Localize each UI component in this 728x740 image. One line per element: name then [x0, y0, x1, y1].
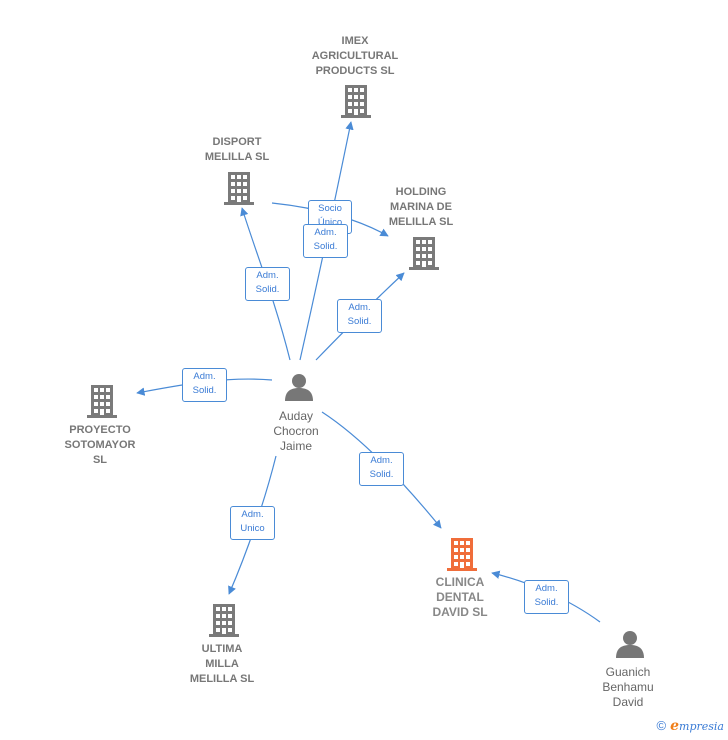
building-icon[interactable] — [224, 172, 254, 205]
edge-label-adm-imex: Adm. Solid. — [303, 224, 348, 258]
copyright-icon: © — [656, 718, 667, 733]
node-proyecto-label[interactable]: PROYECTO SOTOMAYOR SL — [64, 424, 136, 466]
person-icon[interactable] — [285, 374, 313, 401]
building-icon[interactable] — [209, 604, 239, 637]
building-icon[interactable] — [87, 385, 117, 418]
node-guanich-label[interactable]: Guanich Benhamu David — [602, 665, 654, 709]
node-disport-label[interactable]: DISPORT MELILLA SL — [204, 136, 270, 163]
brand-name: mpresia — [679, 720, 724, 733]
edge-label-adm-holding: Adm. Solid. — [337, 299, 382, 333]
edge-label-adm-ultima: Adm. Unico — [230, 506, 275, 540]
edge-label-adm-proyecto: Adm. Solid. — [182, 368, 227, 402]
empresia-watermark: ©empresia — [657, 718, 724, 734]
edge-label-adm-disport: Adm. Solid. — [245, 267, 290, 301]
node-ultima-label[interactable]: ULTIMA MILLA MELILLA SL — [189, 643, 255, 685]
brand-e: e — [670, 718, 680, 734]
person-icon[interactable] — [616, 631, 644, 658]
edge-label-adm-clinica: Adm. Solid. — [359, 452, 404, 486]
building-icon[interactable] — [341, 85, 371, 118]
node-holding-label[interactable]: HOLDING MARINA DE MELILLA SL — [388, 186, 454, 228]
node-auday-label[interactable]: Auday Chocron Jaime — [273, 409, 319, 453]
building-icon[interactable] — [447, 538, 477, 571]
node-imex-label[interactable]: IMEX AGRICULTURAL PRODUCTS SL — [311, 35, 399, 77]
node-clinica-label[interactable]: CLINICA DENTAL DAVID SL — [432, 575, 488, 619]
building-icon[interactable] — [409, 237, 439, 270]
edge-label-adm-guanich: Adm. Solid. — [524, 580, 569, 614]
